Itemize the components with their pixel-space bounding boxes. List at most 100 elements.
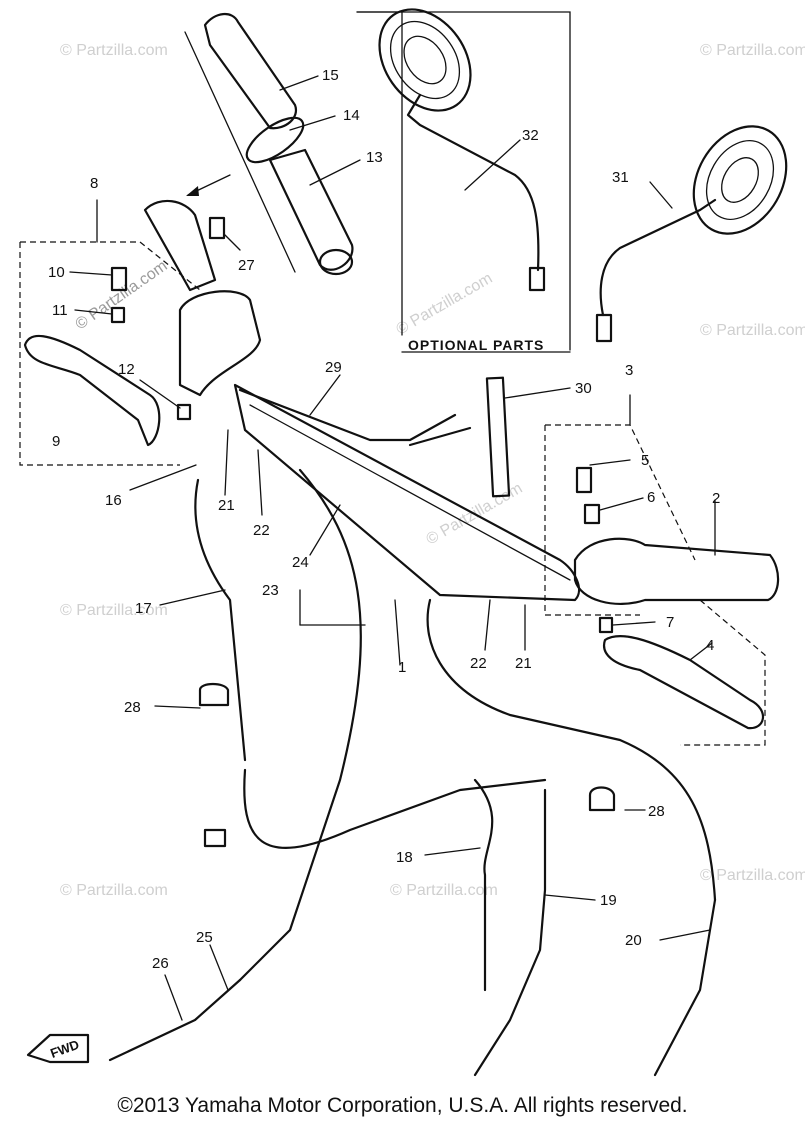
group-box-left [19,242,180,466]
lever-collar [110,306,126,324]
callout-18: 18 [396,849,413,866]
callout-27: 27 [238,257,255,274]
leader-line [279,75,319,91]
mirror-ring [403,35,447,85]
lever-nut [598,616,614,634]
watermark: © Partzilla.com [700,867,805,884]
callout-14: 14 [343,107,360,124]
callout-15: 15 [322,67,339,84]
clutch-cable [194,478,247,762]
callout-20: 20 [625,932,642,949]
brake-lever [602,635,764,730]
leader-line [309,374,341,416]
leader-line [394,599,401,666]
callout-8: 8 [90,175,98,192]
grip-washer [245,116,305,164]
optional-parts-label: OPTIONAL PARTS [408,337,544,353]
switch-wiring [238,376,511,498]
clutch-lever [23,334,161,447]
watermark: © Partzilla.com [60,882,168,899]
right-grip [573,537,780,605]
right-lever-group [544,394,780,746]
callout-28: 28 [648,803,665,820]
group-box-left [544,425,640,616]
watermark: © Partzilla.com [700,42,805,59]
watermarks: © Partzilla.com © Partzilla.com © Partzi… [60,42,805,899]
leader-line [589,459,631,466]
arrow-head-icon [186,186,199,196]
watermark: © Partzilla.com [60,42,168,59]
grip-rubber [203,13,298,130]
leader-line [424,847,481,856]
callout-24: 24 [292,554,309,571]
fwd-arrow: FWD [26,1033,90,1064]
callout-17: 17 [135,600,152,617]
fwd-arrow-icon [26,1033,90,1064]
mirror-right [595,125,788,343]
callout-30: 30 [575,380,592,397]
mirror-ring [705,140,775,220]
cable-18 [473,778,494,992]
cables [108,468,717,1077]
lever-bolt [575,466,593,494]
mirror-stem [599,198,717,317]
leader-line [139,379,181,409]
callout-25: 25 [196,929,213,946]
mirror-ring [389,20,461,100]
callout-28: 28 [124,699,141,716]
callout-10: 10 [48,264,65,281]
callout-32: 32 [522,127,539,144]
callout-6: 6 [647,489,655,506]
callout-21: 21 [515,655,532,672]
callout-26: 26 [152,955,169,972]
lever-nut [176,403,192,421]
watermark: © Partzilla.com [60,602,168,619]
callout-19: 19 [600,892,617,909]
leader-line [164,974,183,1021]
cable-19 [473,788,547,1077]
group-box-top [20,241,201,291]
lever-bolt [110,266,128,292]
left-lever-holder [178,290,262,397]
leader-line [544,894,596,901]
grip-exploded-set [184,13,354,276]
callout-22: 22 [253,522,270,539]
cable-adjuster-end [108,978,242,1062]
cable-clamp [203,828,227,848]
callout-2: 2 [712,490,720,507]
left-grip [143,199,217,292]
watermark: © Partzilla.com [700,322,805,339]
brake-cable-end [653,898,717,1077]
leader-line [257,449,263,516]
leader-line [224,234,241,251]
leader-line [309,159,361,186]
screw-27 [208,216,226,240]
callout-23: 23 [262,582,279,599]
mirror-mount-bolt [528,266,546,292]
throttle-sleeve [268,148,354,271]
wire-band [485,376,511,498]
leader-line [209,944,229,991]
leader-line [504,387,571,399]
callout-22: 22 [470,655,487,672]
leader-line [649,181,673,209]
throttle-sleeve-end [318,248,354,276]
leader-lines [69,75,716,1021]
group-box-right [680,599,766,746]
mirror-head [378,8,472,112]
leader-line [159,589,226,606]
callout-9: 9 [52,433,60,450]
handlebar-tube-line [249,404,571,581]
leader-line [484,599,491,651]
callout-7: 7 [666,614,674,631]
watermark: © Partzilla.com [394,270,496,339]
cable-clamp-28 [198,682,230,707]
mirror-left [378,8,546,292]
cable-lower-loop [243,768,547,849]
leader-line [659,929,711,941]
callouts: 1 2 3 4 5 6 7 8 9 10 11 12 13 14 15 16 1… [48,67,720,972]
handlebar-tube [233,383,581,602]
callout-11: 11 [52,302,68,319]
callout-21: 21 [218,497,235,514]
